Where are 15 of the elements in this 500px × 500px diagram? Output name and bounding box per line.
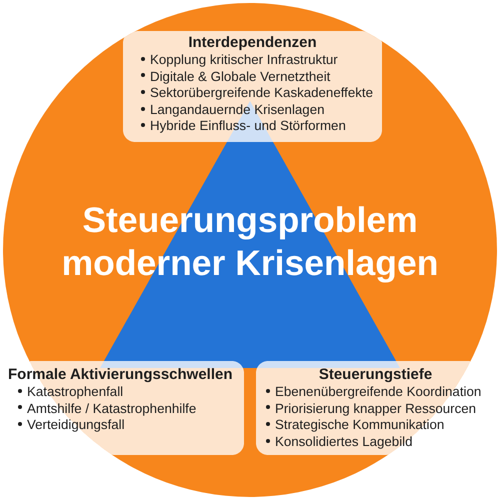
list-item: Konsolidiertes Lagebild — [275, 434, 412, 449]
list-item: Kopplung kritischer Infrastruktur — [150, 52, 338, 67]
list-item: Digitale & Globale Vernetztheit — [150, 68, 330, 84]
list-item: Strategische Kommunikation — [275, 417, 444, 432]
list-item: Ebenenübergreifende Koordination — [275, 384, 482, 399]
list-item: Sektorübergreifende Kaskadeneffekte — [150, 85, 374, 100]
list-item: Amtshilfe / Katastrophenhilfe — [27, 400, 196, 416]
card-heading: Formale Aktivierungsschwellen — [8, 366, 233, 384]
list-item: Verteidigungsfall — [27, 417, 125, 432]
list-item: Katastrophenfall — [27, 384, 124, 399]
card-heading: Interdependenzen — [188, 34, 317, 52]
card-heading: Steuerungstiefe — [318, 366, 432, 384]
list-item: Priorisierung knapper Ressourcen — [275, 400, 476, 416]
list-item: Hybride Einfluss- und Störformen — [150, 118, 346, 134]
list-item: Langandauernde Krisenlagen — [150, 102, 324, 117]
